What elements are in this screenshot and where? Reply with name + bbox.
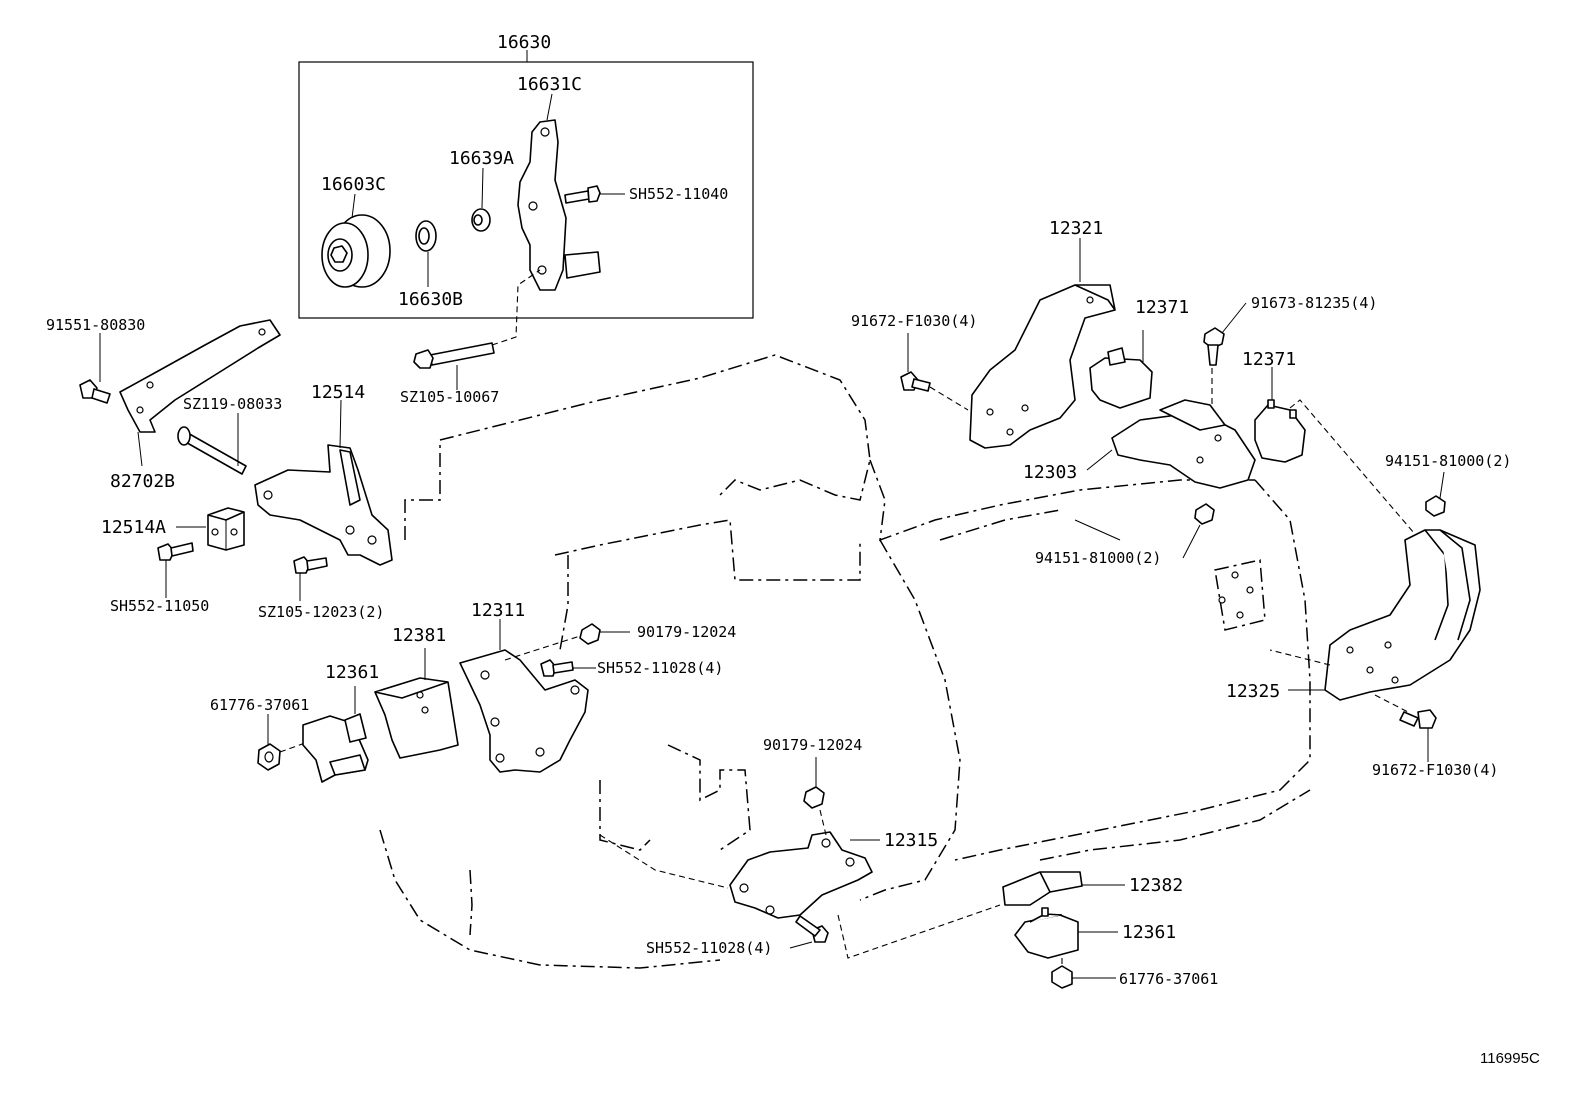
label-12321: 12321 bbox=[1049, 218, 1103, 239]
label-12361-right: 12361 bbox=[1122, 922, 1176, 943]
label-12371-top: 12371 bbox=[1135, 297, 1189, 318]
label-12514A: 12514A bbox=[101, 517, 166, 538]
label-16603C: 16603C bbox=[321, 174, 386, 195]
nut-94151-81000-right bbox=[1425, 471, 1446, 517]
label-12382: 12382 bbox=[1129, 875, 1183, 896]
label-91551-80830: 91551-80830 bbox=[46, 316, 145, 334]
nut-90179-12024-upper bbox=[579, 623, 630, 645]
label-61776-37061-left: 61776-37061 bbox=[210, 696, 309, 714]
bolt-91551-80830 bbox=[79, 333, 111, 404]
bracket-12321 bbox=[969, 238, 1116, 449]
label-61776-37061-right: 61776-37061 bbox=[1119, 970, 1218, 988]
label-91672-F1030-bottom: 91672-F1030(4) bbox=[1372, 761, 1498, 779]
label-16630B: 16630B bbox=[398, 289, 463, 310]
label-12361-left: 12361 bbox=[325, 662, 379, 683]
label-SH552-11050: SH552-11050 bbox=[110, 597, 209, 615]
label-94151-81000-mid: 94151-81000(2) bbox=[1035, 549, 1161, 567]
bracket-16631C bbox=[517, 119, 601, 291]
label-91672-F1030-top: 91672-F1030(4) bbox=[851, 312, 977, 330]
stud-SZ119-08033 bbox=[177, 413, 247, 475]
label-12325: 12325 bbox=[1226, 681, 1280, 702]
nut-61776-37061-left bbox=[257, 714, 306, 771]
bolt-SH552-11040 bbox=[564, 185, 601, 204]
bolt-91672-F1030-bottom bbox=[1399, 709, 1437, 762]
bolt-SZ105-12023 bbox=[293, 556, 328, 601]
stopper-12382 bbox=[1002, 871, 1125, 906]
bolt-SH552-11028-lower bbox=[789, 904, 1001, 959]
label-SZ105-12023: SZ105-12023(2) bbox=[258, 603, 384, 621]
label-90179-12024-lower: 90179-12024 bbox=[763, 736, 862, 754]
label-16631C: 16631C bbox=[517, 74, 582, 95]
label-94151-81000-right: 94151-81000(2) bbox=[1385, 452, 1511, 470]
bracket-12311 bbox=[459, 619, 589, 773]
label-12514: 12514 bbox=[311, 382, 365, 403]
label-82702B: 82702B bbox=[110, 471, 175, 492]
label-12311: 12311 bbox=[471, 600, 525, 621]
nut-61776-37061-right bbox=[1051, 958, 1116, 989]
block-12514A bbox=[176, 507, 245, 551]
insulator-12361-left bbox=[302, 686, 369, 783]
figure-id: 116995C bbox=[1480, 1050, 1540, 1067]
label-16639A: 16639A bbox=[449, 148, 514, 169]
bolt-SZ105-10067 bbox=[413, 269, 541, 390]
pulley-16603C bbox=[321, 214, 391, 288]
nut-90179-12024-lower bbox=[803, 757, 825, 809]
label-SZ119-08033: SZ119-08033 bbox=[183, 395, 282, 413]
washer-16630B bbox=[415, 220, 437, 252]
label-SZ105-10067: SZ105-10067 bbox=[400, 388, 499, 406]
bolt-SH552-11050 bbox=[157, 542, 194, 598]
label-90179-12024-upper: 90179-12024 bbox=[637, 623, 736, 641]
engine-phantom-outline bbox=[379, 354, 1311, 969]
label-12315: 12315 bbox=[884, 830, 938, 851]
bracket-12514 bbox=[254, 399, 393, 566]
bracket-12325 bbox=[1269, 529, 1481, 713]
callout-labels: 16630 16631C 16639A 16603C SH552-11040 1… bbox=[46, 32, 1540, 1067]
label-12371-right: 12371 bbox=[1242, 349, 1296, 370]
nut-94151-81000-mid bbox=[1074, 503, 1215, 559]
label-12303: 12303 bbox=[1023, 462, 1077, 483]
label-12381: 12381 bbox=[392, 625, 446, 646]
bolt-91672-F1030-top bbox=[900, 333, 969, 411]
label-16630: 16630 bbox=[497, 32, 551, 53]
idler-pulley-assembly bbox=[298, 50, 754, 319]
crossmember-12303 bbox=[1086, 399, 1256, 489]
bolt-SH552-11028-upper bbox=[540, 659, 596, 677]
label-SH552-11028-upper: SH552-11028(4) bbox=[597, 659, 723, 677]
stopper-12381 bbox=[374, 648, 459, 759]
spacer-16639A bbox=[471, 208, 491, 232]
bolt-91673-81235 bbox=[1203, 302, 1247, 415]
bracket-82702B bbox=[119, 319, 281, 467]
insulator-12361-right bbox=[1014, 907, 1118, 959]
label-91673-81235: 91673-81235(4) bbox=[1251, 294, 1377, 312]
label-SH552-11040: SH552-11040 bbox=[629, 185, 728, 203]
insulator-12371-top bbox=[1089, 330, 1153, 409]
insulator-12371-right bbox=[1254, 367, 1421, 541]
label-SH552-11028-lower: SH552-11028(4) bbox=[646, 939, 772, 957]
bracket-12315 bbox=[599, 809, 880, 919]
